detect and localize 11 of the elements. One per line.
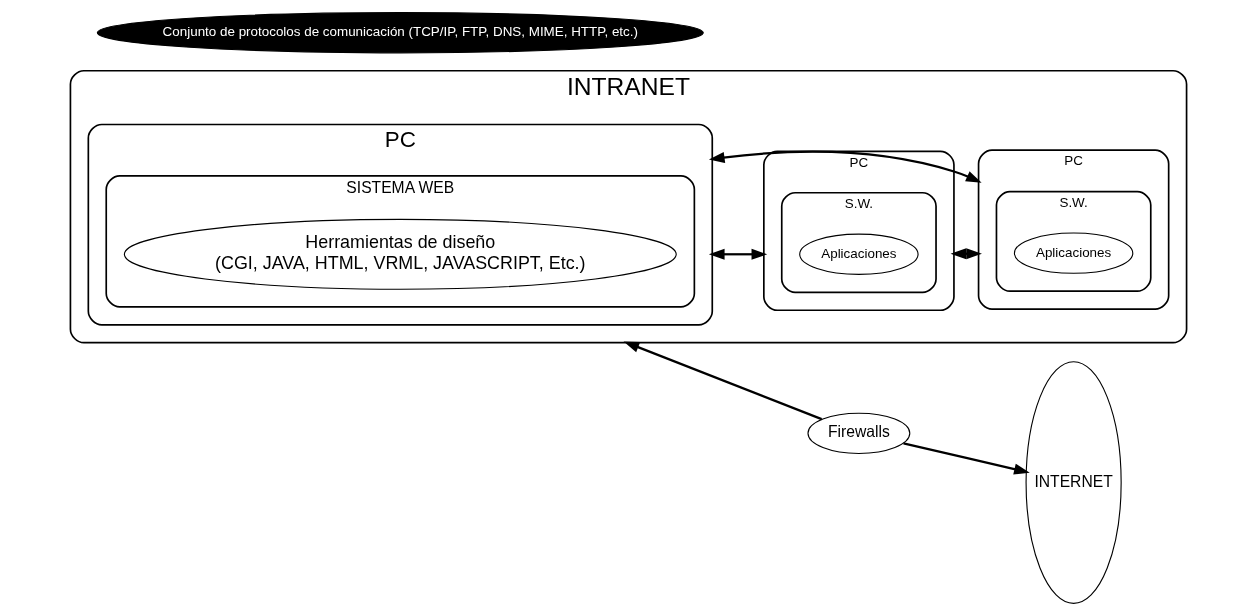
arrow [950,248,982,260]
node-ellipse: Conjunto de protocolos de comunicación (TCP/IP, FTP, DNS, MIME, HTTP, etc.) [96,12,704,54]
node-ellipse: Aplicaciones [799,233,919,275]
arrow [708,248,768,260]
node-ellipse: INTERNET [1025,361,1122,604]
arrow [903,442,1030,475]
node-ellipse: Aplicaciones [1013,232,1134,274]
node-ellipse: Herramientas de diseño (CGI, JAVA, HTML, VRML, JAVASCRIPT, Etc.) [123,218,677,290]
arrow [708,150,982,183]
arrow [623,341,823,421]
node-ellipse: Firewalls [807,412,911,455]
